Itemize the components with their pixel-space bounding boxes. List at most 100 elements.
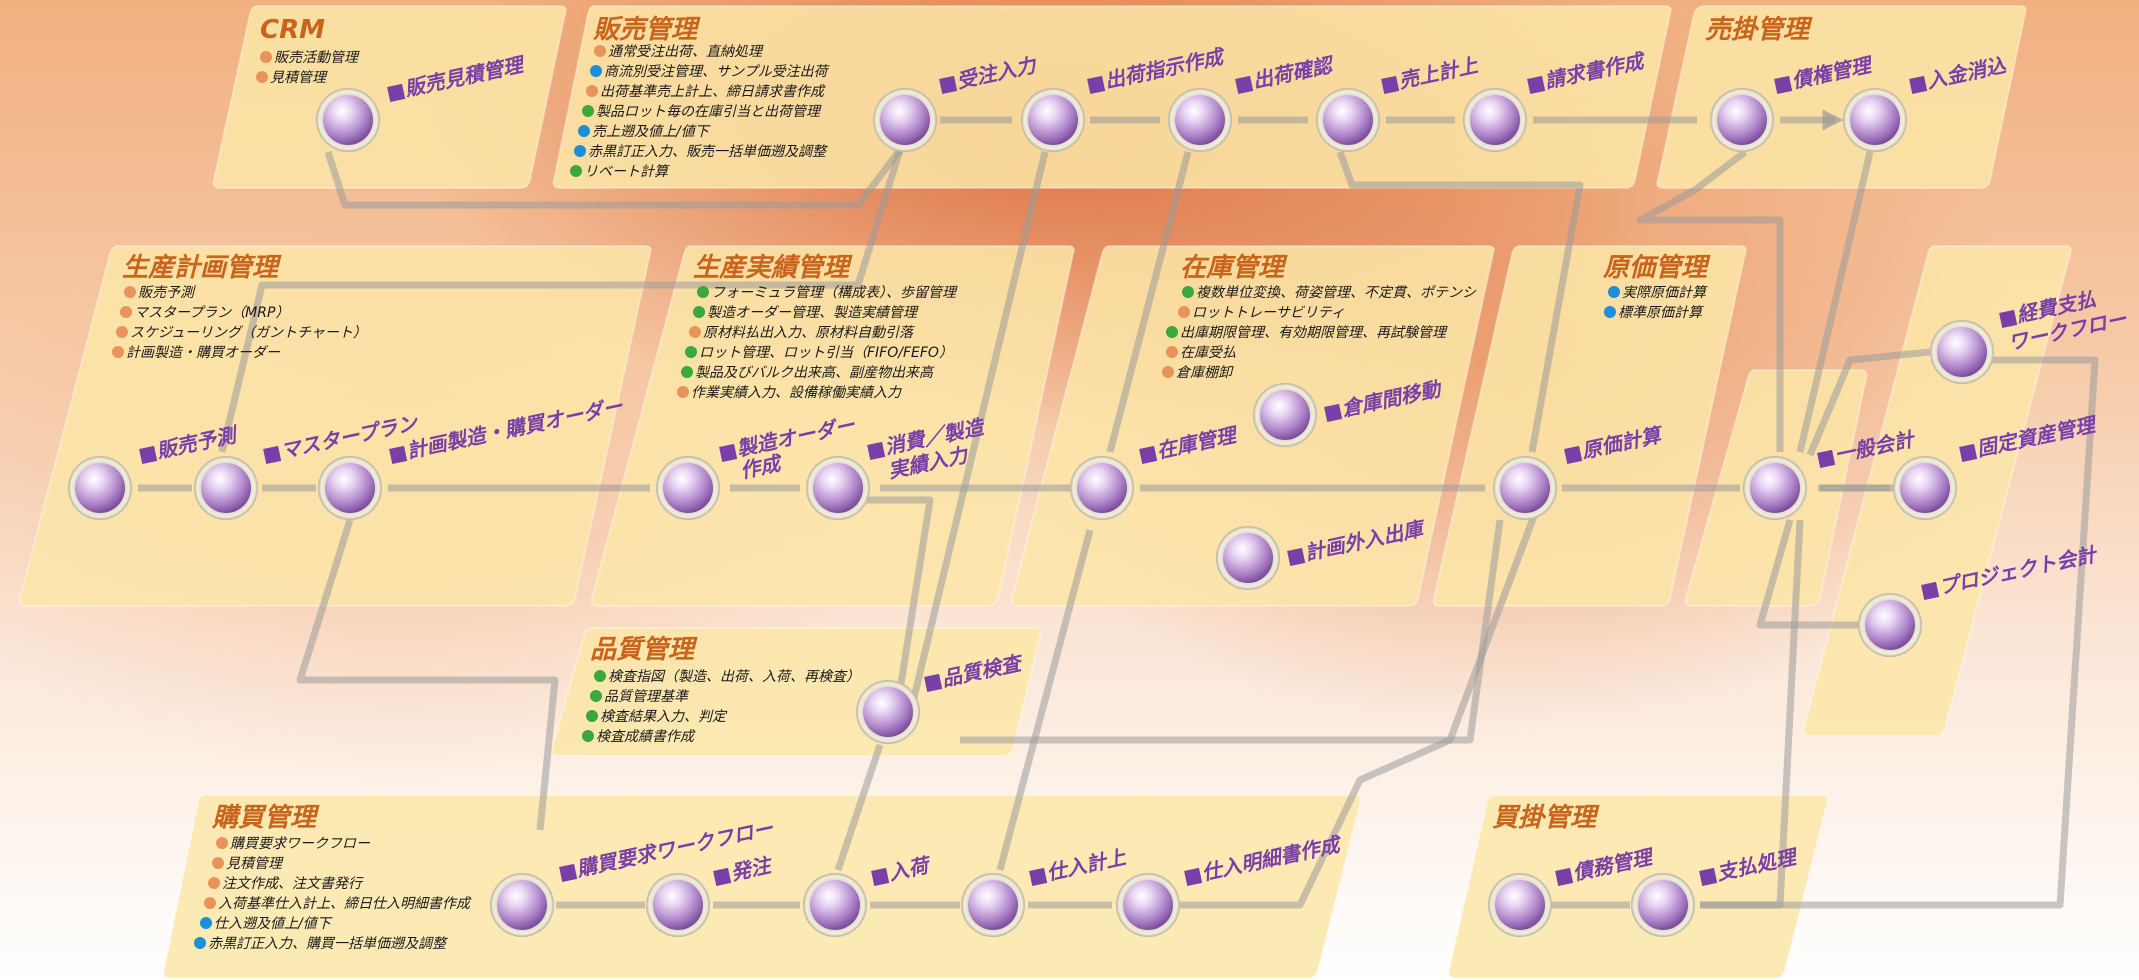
sales-title: 販売管理 bbox=[593, 15, 701, 45]
connector-expense-to-gl bbox=[1806, 348, 1931, 457]
bullet-blue bbox=[194, 937, 206, 949]
connector-purchase-to-inventory bbox=[996, 529, 1094, 871]
connector-ship-to-inventory bbox=[901, 151, 1049, 736]
connector-crm-to-order bbox=[324, 147, 903, 209]
cost-title: 原価管理 bbox=[1603, 253, 1711, 283]
node-inventory[interactable] bbox=[1070, 456, 1134, 520]
cost-items: 実際原価計算 標準原価計算 bbox=[1604, 285, 1708, 321]
actual-item: 製造オーダー管理、製造実績管理 bbox=[707, 305, 919, 321]
cost-item: 実際原価計算 bbox=[1622, 285, 1708, 301]
node-payable[interactable] bbox=[1488, 873, 1552, 937]
panel-texts: CRM 販売活動管理 見積管理 販売管理 通常受注出荷、直納処理 商流別受注管理… bbox=[112, 15, 1813, 952]
sales-item: 出荷基準売上計上、締日請求書作成 bbox=[600, 84, 826, 100]
connector-consume-to-quality bbox=[840, 496, 934, 691]
panel-production-actual bbox=[590, 245, 1075, 607]
production-plan-title: 生産計画管理 bbox=[122, 253, 282, 283]
node-project-accounting[interactable] bbox=[1858, 593, 1922, 657]
connector-quality-to-ap bbox=[960, 519, 1504, 744]
actual-item: 原材料払出入力、原材料自動引落 bbox=[703, 325, 915, 341]
bullet-orange bbox=[120, 306, 132, 318]
node-sales-forecast-start[interactable] bbox=[68, 456, 132, 520]
node-consumption-entry[interactable] bbox=[806, 456, 870, 520]
bullet-orange bbox=[1178, 306, 1190, 318]
panel-sales bbox=[552, 5, 1672, 189]
node-receiving[interactable] bbox=[803, 873, 867, 937]
node-manufacturing-order[interactable] bbox=[656, 456, 720, 520]
panel-quality bbox=[550, 627, 1042, 757]
node-invoice[interactable] bbox=[1463, 88, 1527, 152]
quality-item: 検査成績書作成 bbox=[596, 729, 696, 745]
bullet-blue bbox=[578, 125, 590, 137]
node-purchase-order[interactable] bbox=[646, 873, 710, 937]
panel-purchasing bbox=[162, 794, 1362, 979]
plan-item: スケジューリング（ガントチャート） bbox=[130, 325, 367, 341]
node-purchase-record[interactable] bbox=[961, 873, 1025, 937]
crm-item: 販売活動管理 bbox=[274, 50, 360, 66]
node-purchase-statement[interactable] bbox=[1116, 873, 1180, 937]
node-warehouse-transfer[interactable] bbox=[1253, 383, 1317, 447]
node-master-plan[interactable] bbox=[318, 456, 382, 520]
node-sales-record[interactable] bbox=[1316, 88, 1380, 152]
bullet-blue bbox=[1604, 306, 1616, 318]
panel-crm bbox=[212, 5, 567, 189]
node-shipping-instruction[interactable] bbox=[1021, 88, 1085, 152]
connector-ship-confirm-down bbox=[1106, 151, 1192, 453]
inventory-title: 在庫管理 bbox=[1180, 253, 1288, 283]
node-payment[interactable] bbox=[1631, 873, 1695, 937]
node-cost-calculation[interactable] bbox=[1493, 456, 1557, 520]
bullet-green bbox=[681, 366, 693, 378]
bullet-green bbox=[1182, 286, 1194, 298]
node-fixed-assets[interactable] bbox=[1893, 456, 1957, 520]
bullet-green bbox=[1166, 326, 1178, 338]
purchasing-item: 仕入遡及値上/値下 bbox=[214, 916, 333, 932]
node-receivable[interactable] bbox=[1710, 88, 1774, 152]
bullet-orange bbox=[689, 326, 701, 338]
quality-item: 検査結果入力、判定 bbox=[600, 709, 728, 725]
quality-title: 品質管理 bbox=[590, 635, 698, 665]
plan-item: マスタープラン（MRP） bbox=[134, 305, 289, 321]
inventory-item: 複数単位変換、荷姿管理、不定貫、ポテンシ bbox=[1196, 285, 1477, 301]
bullet-blue bbox=[590, 65, 602, 77]
inventory-item: 倉庫棚卸 bbox=[1176, 365, 1234, 381]
purchasing-items: 購買要求ワークフロー 見積管理 注文作成、注文書発行 入荷基準仕入計上、締日仕入… bbox=[194, 836, 472, 952]
bullet-orange bbox=[204, 897, 216, 909]
plan-item: 計画製造・購買オーダー bbox=[126, 345, 281, 361]
bullet-blue bbox=[574, 145, 586, 157]
sales-item: 通常受注出荷、直納処理 bbox=[608, 44, 764, 60]
node-payment-clearing[interactable] bbox=[1843, 88, 1907, 152]
node-sales-forecast[interactable] bbox=[194, 456, 258, 520]
bullet-orange bbox=[1166, 346, 1178, 358]
inventory-item: ロットトレーサビリティ bbox=[1192, 305, 1345, 321]
sales-item: 商流別受注管理、サンプル受注出荷 bbox=[604, 64, 830, 80]
inventory-item: 在庫受払 bbox=[1180, 345, 1236, 361]
purchasing-item: 購買要求ワークフロー bbox=[230, 836, 371, 852]
cost-item: 標準原価計算 bbox=[1618, 305, 1704, 321]
node-purchase-request[interactable] bbox=[490, 873, 554, 937]
sales-item: 売上遡及値上/値下 bbox=[592, 124, 711, 140]
connectors bbox=[138, 120, 2099, 909]
bullet-orange bbox=[260, 51, 272, 63]
bullet-orange bbox=[208, 877, 220, 889]
node-expense-workflow[interactable] bbox=[1930, 320, 1994, 384]
plan-item: 販売予測 bbox=[138, 285, 196, 301]
actual-item: ロット管理、ロット引当（FIFO/FEFO） bbox=[699, 345, 953, 361]
bullet-green bbox=[586, 710, 598, 722]
panel-production-plan bbox=[18, 245, 652, 607]
bullet-orange bbox=[124, 286, 136, 298]
connector-plan-to-order bbox=[218, 148, 904, 453]
crm-item: 見積管理 bbox=[270, 70, 328, 86]
actual-item: フォーミュラ管理（構成表）、歩留管理 bbox=[711, 285, 958, 301]
purchasing-item: 入荷基準仕入計上、締日仕入明細書作成 bbox=[218, 896, 472, 912]
node-general-ledger[interactable] bbox=[1743, 456, 1807, 520]
node-quality-inspection[interactable] bbox=[856, 680, 920, 744]
node-order-entry[interactable] bbox=[873, 88, 937, 152]
node-unplanned-io[interactable] bbox=[1216, 526, 1280, 590]
connector-plan-to-purchase bbox=[296, 518, 559, 831]
bullet-orange bbox=[677, 386, 689, 398]
payables-title: 買掛管理 bbox=[1492, 803, 1600, 833]
crm-items: 販売活動管理 見積管理 bbox=[256, 50, 360, 86]
bullet-orange bbox=[586, 85, 598, 97]
node-sales-estimate[interactable] bbox=[316, 88, 380, 152]
node-shipping-confirm[interactable] bbox=[1168, 88, 1232, 152]
